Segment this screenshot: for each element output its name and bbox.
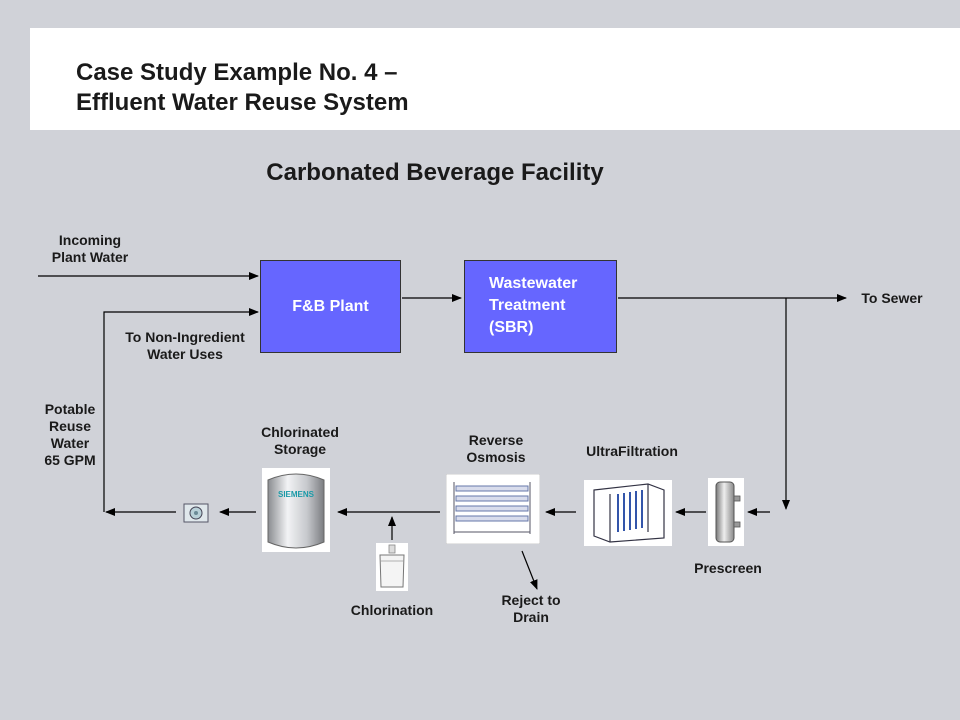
diagram-subtitle: Carbonated Beverage Facility [266, 159, 604, 186]
non-ingredient-label: To Non-Ingredient Water Uses [125, 329, 245, 362]
header-banner [30, 28, 960, 130]
reject-drain-label: Reject to Drain [501, 592, 561, 625]
ultrafiltration-label: UltraFiltration [586, 443, 678, 459]
wastewater-label: Wastewater Treatment (SBR) [489, 275, 578, 336]
tank-logo: SIEMENS [278, 490, 315, 499]
prescreen-label: Prescreen [694, 560, 762, 576]
reverse-osmosis-icon [446, 474, 540, 544]
storage-tank-icon: SIEMENS [262, 468, 330, 552]
incoming-water-label: Incoming Plant Water [51, 232, 129, 265]
prescreen-filter-icon [708, 478, 744, 546]
potable-reuse-label: Potable Reuse Water 65 GPM [44, 401, 96, 468]
reuse-return-line [103, 308, 259, 512]
reverse-osmosis-label: Reverse Osmosis [466, 432, 526, 465]
chlorinated-storage-label: Chlorinated Storage [261, 424, 339, 457]
to-sewer-label: To Sewer [861, 290, 923, 306]
reject-drain-line [521, 550, 538, 590]
wastewater-treatment-box: Wastewater Treatment (SBR) [464, 260, 617, 353]
chlorination-tank-icon [376, 543, 408, 591]
ultrafiltration-icon [584, 480, 672, 546]
page-title-line2: Effluent Water Reuse System [76, 89, 409, 116]
fb-plant-label: F&B Plant [292, 297, 369, 315]
fb-plant-box: F&B Plant [260, 260, 401, 353]
page-title-line1: Case Study Example No. 4 – [76, 59, 398, 86]
pump-icon [183, 503, 209, 523]
chlorination-label: Chlorination [350, 602, 434, 618]
